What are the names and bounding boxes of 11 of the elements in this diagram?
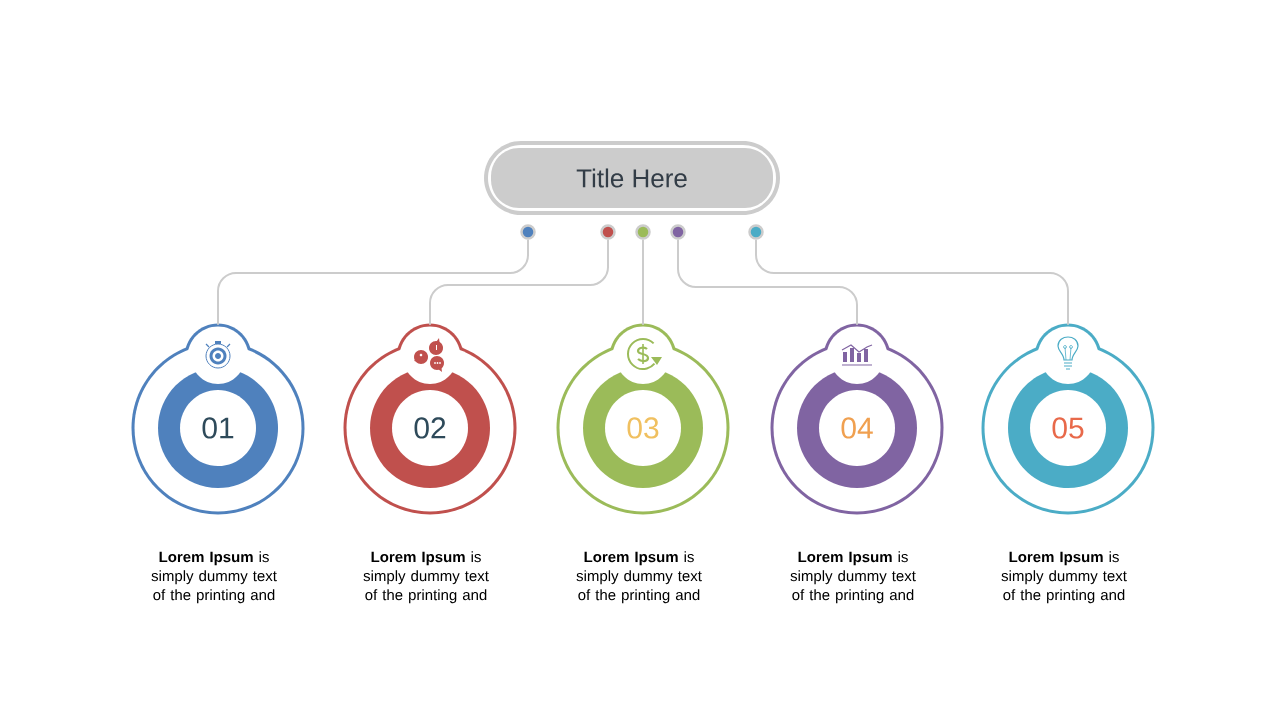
connector-line bbox=[677, 238, 858, 326]
connector-line bbox=[217, 238, 529, 326]
description-text: Lorem Ipsum is simply dummy text of the printing and bbox=[1001, 551, 1127, 604]
description-text: Lorem Ipsum is simply dummy text of the printing and bbox=[576, 551, 702, 604]
description-text: Lorem Ipsum is simply dummy text of the printing and bbox=[363, 551, 489, 604]
description-text: Lorem Ipsum is simply dummy text of the printing and bbox=[151, 551, 277, 604]
description-text: Lorem Ipsum is simply dummy text of the printing and bbox=[790, 551, 916, 604]
connector-line bbox=[429, 238, 609, 326]
connector-line bbox=[642, 238, 644, 326]
connector-line bbox=[755, 238, 1069, 326]
title-pill: Title Here bbox=[484, 141, 780, 215]
